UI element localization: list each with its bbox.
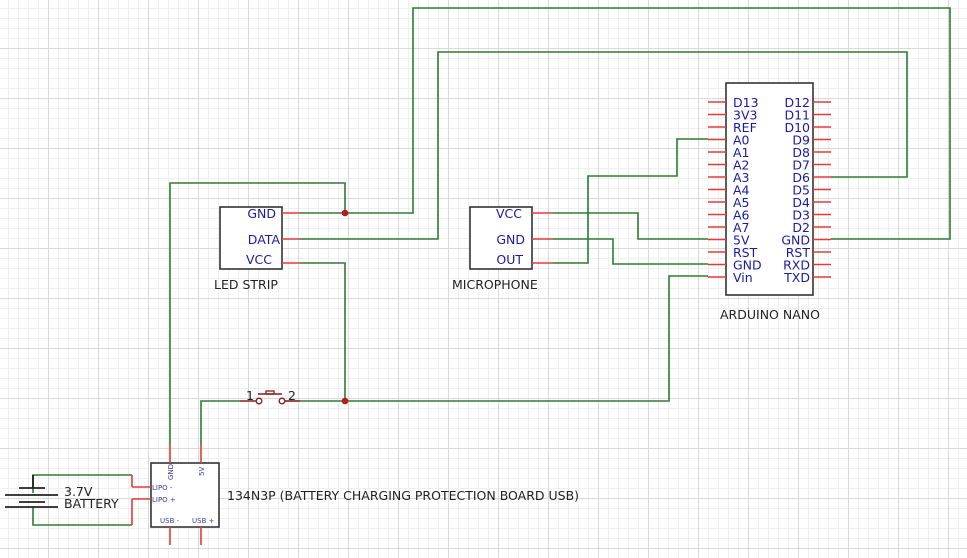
arduino-pin-label: D5 bbox=[792, 183, 810, 198]
charger-board[interactable]: GND 5V LIPO - LIPO + USB - USB + 134N3P … bbox=[131, 445, 579, 545]
arduino-pin-label: A2 bbox=[733, 158, 750, 173]
microphone[interactable]: VCC GND OUT MICROPHONE bbox=[452, 206, 553, 292]
arduino-pin-label: D12 bbox=[784, 95, 810, 110]
charger-pin-label: USB - bbox=[160, 517, 180, 525]
microphone-pin-label: VCC bbox=[496, 206, 522, 221]
wire-mic-vcc-to-5v[interactable] bbox=[553, 212, 708, 240]
charger-label: 134N3P (BATTERY CHARGING PROTECTION BOAR… bbox=[227, 488, 579, 503]
arduino-pin-label: RST bbox=[786, 245, 811, 260]
junction-dot bbox=[341, 209, 349, 217]
led-strip-pin-label: GND bbox=[247, 206, 276, 221]
charger-pin-label: LIPO - bbox=[152, 484, 173, 492]
wire-led-gnd-to-charger-gnd[interactable] bbox=[169, 182, 346, 445]
wire-switch-to-vin[interactable] bbox=[300, 275, 708, 402]
arduino-pin-label: A5 bbox=[733, 195, 750, 210]
wire-battery-pos[interactable] bbox=[32, 507, 132, 526]
charger-pin-label: GND bbox=[167, 464, 175, 480]
led-strip-pin-label: DATA bbox=[248, 232, 281, 247]
junction-dot bbox=[341, 397, 349, 405]
arduino-pin-label: D4 bbox=[792, 195, 810, 210]
battery-voltage-label: 3.7V bbox=[64, 484, 93, 499]
switch-contact-2 bbox=[278, 397, 286, 405]
arduino-pin-label: D8 bbox=[792, 145, 810, 160]
arduino-nano-label: ARDUINO NANO bbox=[720, 307, 820, 322]
charger-pin-label: USB + bbox=[192, 517, 215, 525]
arduino-pin-label: A0 bbox=[733, 133, 750, 148]
arduino-pin-label: D7 bbox=[792, 158, 810, 173]
led-strip-pin-label: VCC bbox=[246, 252, 272, 267]
wire-led-vcc-to-switch[interactable] bbox=[300, 262, 346, 401]
arduino-pin-label: TXD bbox=[783, 270, 810, 285]
arduino-pin-label: 3V3 bbox=[733, 108, 757, 123]
arduino-pin-label: GND bbox=[781, 233, 810, 248]
battery-label: BATTERY bbox=[64, 496, 119, 511]
arduino-pin-label: D2 bbox=[792, 220, 810, 235]
arduino-pin-label: A1 bbox=[733, 145, 750, 160]
arduino-pin-label: D11 bbox=[784, 108, 810, 123]
arduino-pin-label: RST bbox=[733, 245, 758, 260]
led-strip[interactable]: GND DATA VCC LED STRIP bbox=[214, 206, 300, 292]
arduino-pin-label: D3 bbox=[792, 208, 810, 223]
switch-pin1-label: 1 bbox=[246, 388, 254, 403]
wire-led-data-to-d6[interactable] bbox=[300, 51, 908, 240]
arduino-pin-label: RXD bbox=[783, 258, 810, 273]
arduino-pin-label: REF bbox=[733, 120, 757, 135]
arduino-pin-label: Vin bbox=[733, 270, 753, 285]
battery[interactable]: 3.7V BATTERY bbox=[5, 475, 119, 511]
arduino-pin-label: D13 bbox=[733, 95, 759, 110]
arduino-pin-label: 5V bbox=[733, 233, 750, 248]
switch-pin2-label: 2 bbox=[288, 388, 296, 403]
led-strip-label: LED STRIP bbox=[214, 277, 278, 292]
charger-pin-label: 5V bbox=[198, 467, 206, 476]
arduino-pin-label: D9 bbox=[792, 133, 810, 148]
arduino-pin-label: A4 bbox=[733, 183, 750, 198]
arduino-pin-label: GND bbox=[733, 258, 762, 273]
arduino-pin-label: A6 bbox=[733, 208, 750, 223]
wires bbox=[32, 7, 951, 526]
microphone-label: MICROPHONE bbox=[452, 277, 538, 292]
arduino-pin-label: D10 bbox=[784, 120, 810, 135]
wire-mic-gnd-to-gnd[interactable] bbox=[553, 238, 708, 265]
wire-mic-out-to-a0[interactable] bbox=[553, 138, 708, 264]
switch-button-cap[interactable] bbox=[265, 390, 275, 395]
charger-pin-label: LIPO + bbox=[152, 496, 176, 504]
wire-charger-5v-to-switch[interactable] bbox=[200, 400, 240, 445]
wire-led-gnd-to-arduino-gnd[interactable] bbox=[300, 7, 951, 240]
arduino-pin-label: A3 bbox=[733, 170, 750, 185]
charger-body[interactable] bbox=[150, 462, 220, 528]
arduino-pin-label: D6 bbox=[792, 170, 810, 185]
microphone-pin-label: OUT bbox=[496, 252, 523, 267]
microphone-pin-label: GND bbox=[496, 232, 525, 247]
push-switch[interactable]: 1 2 bbox=[240, 388, 300, 405]
led-strip-body[interactable] bbox=[219, 206, 283, 270]
switch-contact-1 bbox=[255, 397, 263, 405]
arduino-pin-label: A7 bbox=[733, 220, 750, 235]
microphone-body[interactable] bbox=[469, 206, 533, 270]
